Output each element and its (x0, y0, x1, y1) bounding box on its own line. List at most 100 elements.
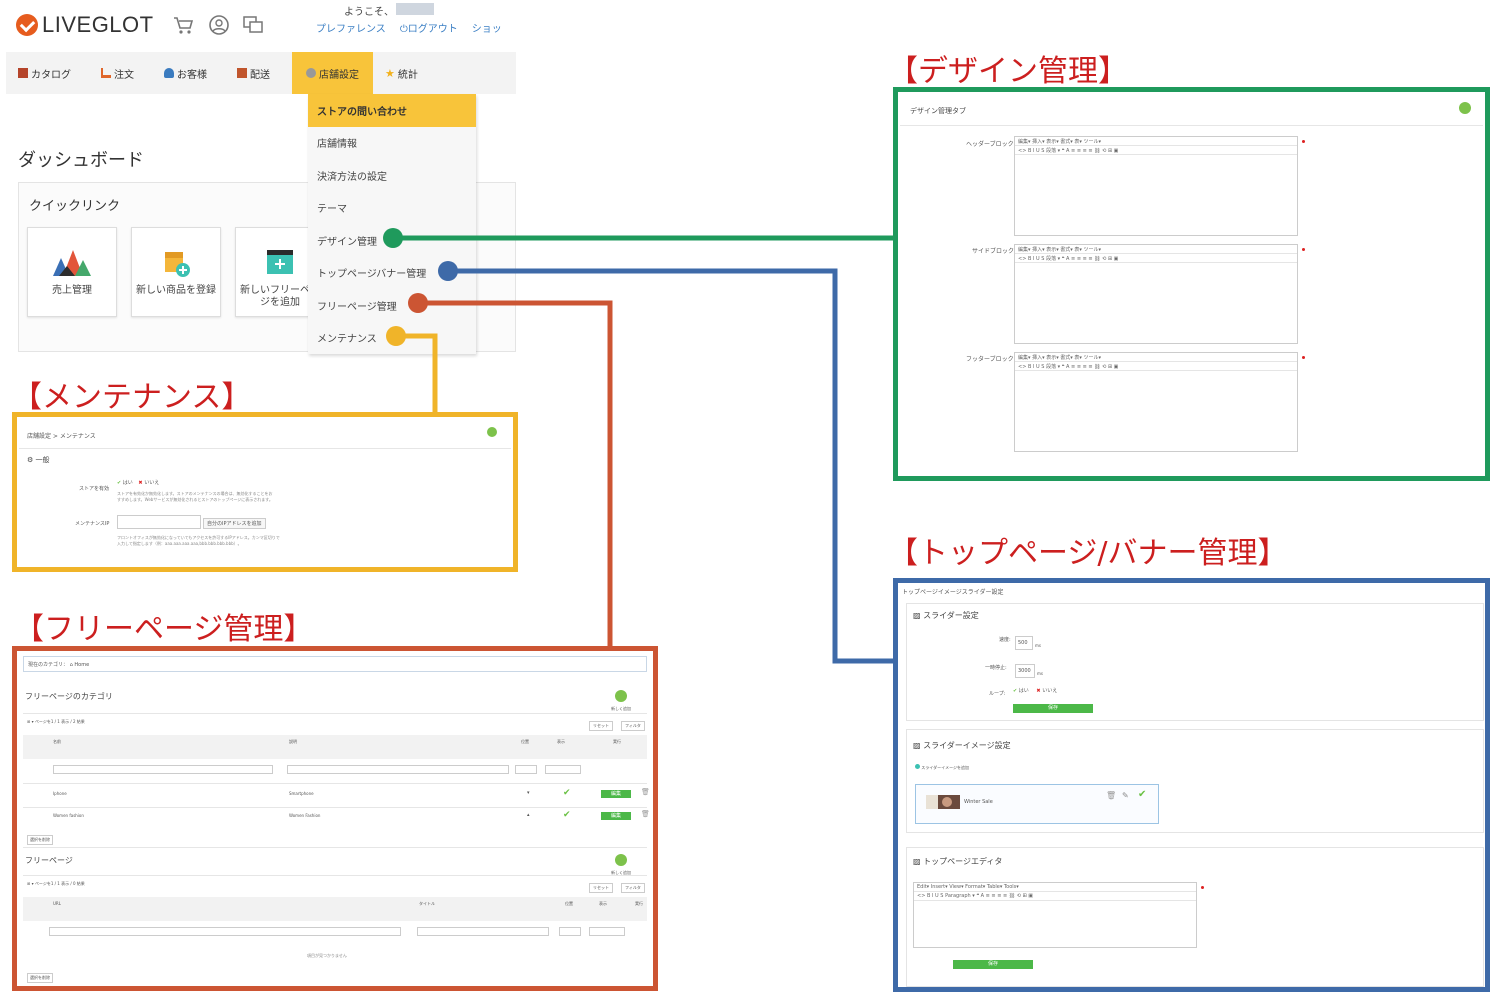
top-links: プレファレンス ⏻ログアウト ショッ (316, 20, 502, 35)
filter-title-input[interactable] (417, 927, 549, 936)
liveglot-logo[interactable]: LIVEGLOT (16, 12, 154, 38)
cart-icon[interactable] (172, 14, 194, 36)
col-name[interactable]: 名前 (53, 739, 61, 744)
page-pagination: ⊞ ▾ ページを1 / 1 表示 / 0 結果 (27, 881, 85, 886)
add-slide-label: スライダーイメージを追加 (921, 765, 970, 770)
nav-stats[interactable]: ★ 統計 (373, 52, 430, 94)
edit-button[interactable]: 編集 (601, 812, 631, 820)
filter-display-select[interactable] (545, 765, 581, 774)
filter-position-input[interactable] (515, 765, 537, 774)
check-icon[interactable]: ✔ (563, 788, 571, 798)
nav-customers[interactable]: お客様 (146, 52, 219, 94)
trash-icon[interactable]: 🗑 (1106, 791, 1117, 800)
trash-icon[interactable]: 🗑 (641, 788, 650, 796)
nav-orders[interactable]: 注文 (83, 52, 146, 94)
new-product-icon (165, 252, 190, 277)
filter-button[interactable]: フィルタ (621, 721, 645, 731)
save-icon[interactable] (487, 427, 497, 437)
dropdown-item-free-page[interactable]: フリーページ管理 (317, 301, 397, 313)
add-free-page-button[interactable]: 新しく追加 (611, 851, 631, 876)
col-desc[interactable]: 説明 (289, 739, 297, 744)
quick-link-sales[interactable]: 売上管理 (27, 227, 117, 317)
nav-shipping[interactable]: 配送 (219, 52, 282, 94)
col-display[interactable]: 表示 (599, 901, 607, 906)
add-slide-link[interactable]: スライダーイメージを追加 (915, 764, 969, 771)
col-url[interactable]: URL (53, 901, 61, 906)
dropdown-item-maintenance[interactable]: メンテナンス (317, 334, 377, 346)
filter-button[interactable]: フィルタ (621, 883, 645, 893)
divider (23, 807, 647, 808)
edit-button[interactable]: 編集 (601, 790, 631, 798)
ip-input[interactable] (117, 515, 201, 529)
speed-label-wrap: 速度: (999, 637, 1011, 643)
design-panel: デザイン管理タブ ヘッダーブロック 編集▾ 挿入▾ 表示▾ 書式▾ 表▾ ツール… (893, 87, 1490, 481)
editor-tools[interactable]: <> B I U S 段落 ▾ ❝ A ≡ ≡ ≡ ≡ ⛓ ⟲ ⊞ ▣ (1015, 362, 1297, 371)
check-icon[interactable]: ✔ (563, 810, 571, 820)
reset-button[interactable]: リセット (589, 883, 613, 893)
trash-icon[interactable]: 🗑 (641, 810, 650, 818)
add-my-ip-button[interactable]: 自分のIPアドレスを追加 (203, 518, 266, 529)
required-mark (1302, 248, 1305, 251)
col-display[interactable]: 表示 (557, 739, 565, 744)
slide-item[interactable]: Winter Sale 🗑 ✎ ✔ (915, 784, 1159, 824)
col-position[interactable]: 位置 (565, 901, 573, 906)
side-block-editor[interactable]: 編集▾ 挿入▾ 表示▾ 書式▾ 表▾ ツール▾ <> B I U S 段落 ▾ … (1014, 244, 1298, 344)
store-enable-toggle[interactable]: ✔ はい ✖ いいえ (117, 480, 160, 486)
top-page-editor[interactable]: Edit▾ Insert▾ View▾ Format▾ Table▾ Tools… (913, 882, 1197, 948)
bulk-delete-button[interactable]: 選択を削除 (27, 973, 53, 983)
col-position[interactable]: 位置 (521, 739, 529, 744)
free-page-heading: 【フリーページ管理】 (14, 612, 314, 647)
dropdown-item-store-info[interactable]: 店舗情報 (317, 139, 357, 151)
bulk-delete-button[interactable]: 選択を削除 (27, 835, 53, 845)
dropdown-item-contact[interactable]: ストアの問い合わせ (308, 94, 476, 127)
dropdown-item-design[interactable]: デザイン管理 (317, 236, 377, 248)
section-label: 一般 (35, 456, 50, 464)
divider (23, 847, 647, 848)
filter-url-input[interactable] (49, 927, 401, 936)
editor-tools[interactable]: <> B I U S Paragraph ▾ ❝ A ≡ ≡ ≡ ≡ ⛓ ⟲ ⊞… (914, 892, 1196, 901)
design-tab-label[interactable]: デザイン管理タブ (910, 107, 966, 115)
reset-button[interactable]: リセット (589, 721, 613, 731)
messages-icon[interactable] (242, 14, 264, 36)
filter-position-input[interactable] (559, 927, 581, 936)
nav-store-settings[interactable]: 店舗設定 (292, 52, 373, 94)
loop-toggle[interactable]: ✔ はい ✖ いいえ (1013, 688, 1058, 694)
table-row[interactable]: Women fashion Women Fashion ▴ ✔ 編集 🗑 (23, 807, 650, 827)
dropdown-item-theme[interactable]: テーマ (317, 204, 347, 216)
filter-name-input[interactable] (53, 765, 273, 774)
editor-tools[interactable]: <> B I U S 段落 ▾ ❝ A ≡ ≡ ≡ ≡ ⛓ ⟲ ⊞ ▣ (1015, 254, 1297, 263)
save-button[interactable]: 保存 (953, 960, 1033, 969)
logout-link[interactable]: ⏻ログアウト (399, 24, 458, 35)
dropdown-item-top-banner[interactable]: トップページバナー管理 (317, 269, 427, 281)
editor-menu[interactable]: 編集▾ 挿入▾ 表示▾ 書式▾ 表▾ ツール▾ (1015, 137, 1297, 146)
nav-catalog[interactable]: カタログ (6, 52, 83, 94)
row-position[interactable]: ▾ (527, 790, 530, 796)
speed-input[interactable]: 500 (1015, 636, 1033, 650)
yes-label: はい (122, 480, 133, 486)
quick-link-new-product[interactable]: 新しい商品を登録 (131, 227, 221, 317)
shop-link[interactable]: ショッ (471, 24, 502, 35)
add-category-button[interactable]: 新しく追加 (611, 687, 631, 712)
editor-menu[interactable]: Edit▾ Insert▾ View▾ Format▾ Table▾ Tools… (914, 883, 1196, 892)
filter-display-select[interactable] (589, 927, 625, 936)
pencil-icon[interactable]: ✎ (1122, 791, 1129, 800)
check-icon[interactable]: ✔ (1138, 789, 1147, 800)
col-action: 実行 (613, 739, 621, 744)
editor-menu[interactable]: 編集▾ 挿入▾ 表示▾ 書式▾ 表▾ ツール▾ (1015, 245, 1297, 254)
home-link[interactable]: Home (74, 662, 90, 668)
editor-menu[interactable]: 編集▾ 挿入▾ 表示▾ 書式▾ 表▾ ツール▾ (1015, 353, 1297, 362)
table-row[interactable]: Iphone Smartphone ▾ ✔ 編集 🗑 (23, 785, 650, 805)
editor-tools[interactable]: <> B I U S 段落 ▾ ❝ A ≡ ≡ ≡ ≡ ⛓ ⟲ ⊞ ▣ (1015, 146, 1297, 155)
row-position[interactable]: ▴ (527, 812, 530, 818)
footer-block-editor[interactable]: 編集▾ 挿入▾ 表示▾ 書式▾ 表▾ ツール▾ <> B I U S 段落 ▾ … (1014, 352, 1298, 452)
dropdown-item-payment[interactable]: 決済方法の設定 (317, 171, 387, 183)
save-icon[interactable] (1459, 102, 1471, 114)
user-icon[interactable] (208, 14, 230, 36)
col-title[interactable]: タイトル (419, 901, 435, 906)
filter-desc-input[interactable] (287, 765, 509, 774)
save-button[interactable]: 保存 (1013, 704, 1093, 713)
header-block-editor[interactable]: 編集▾ 挿入▾ 表示▾ 書式▾ 表▾ ツール▾ <> B I U S 段落 ▾ … (1014, 136, 1298, 236)
preferences-link[interactable]: プレファレンス (316, 24, 386, 35)
pause-input[interactable]: 3000 (1015, 664, 1035, 678)
section-title: ⚙ 一般 (27, 456, 50, 464)
